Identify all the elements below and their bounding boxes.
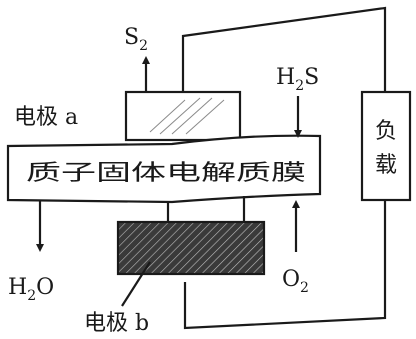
electrode-a-shading xyxy=(149,97,225,135)
o2-label: O2 xyxy=(282,267,309,296)
h2s-label: H2S xyxy=(276,65,319,94)
electrode-b-label: 电极 b xyxy=(84,311,149,336)
electrode-a-label: 电极 a xyxy=(14,105,78,130)
load-char-1: 负 xyxy=(375,119,397,144)
s2-label: S2 xyxy=(124,25,148,54)
load-box xyxy=(360,90,412,202)
electrode-a xyxy=(124,90,242,142)
h2o-label: H2O xyxy=(8,275,54,304)
electrode-b xyxy=(116,220,266,276)
electrode-b-leader xyxy=(121,261,151,307)
external-circuit-wire xyxy=(181,6,387,330)
membrane-label: 质子固体电解质膜 xyxy=(26,161,306,186)
electrolyte-membrane xyxy=(6,134,322,204)
load-char-2: 载 xyxy=(375,153,397,178)
